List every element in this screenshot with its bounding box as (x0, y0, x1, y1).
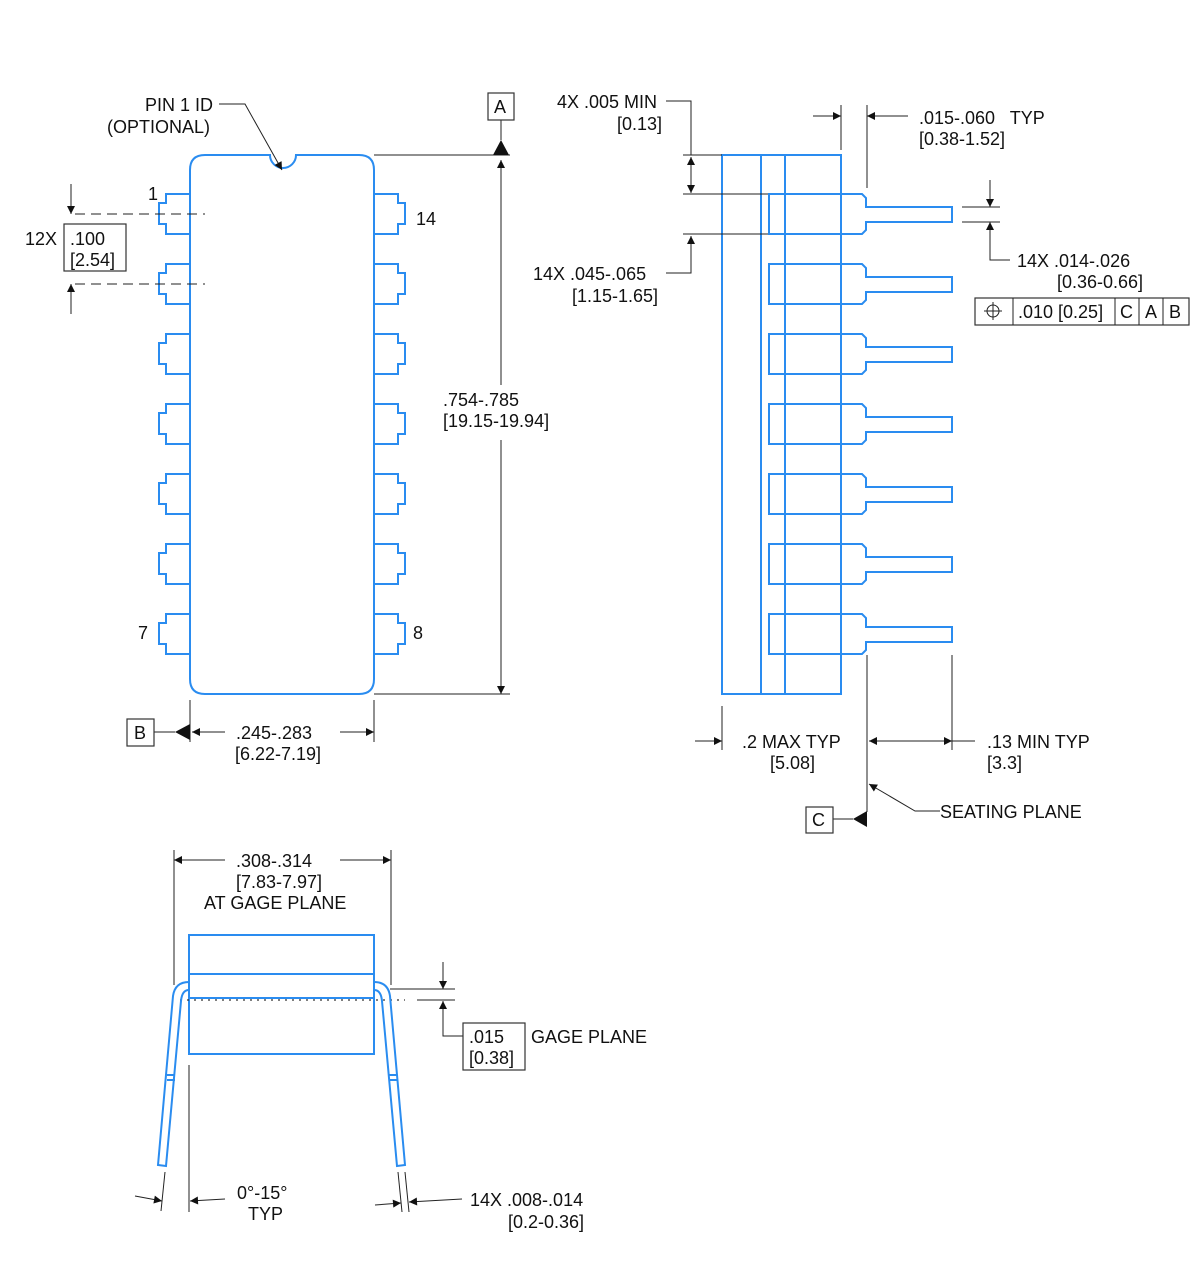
position-icon (984, 302, 1002, 320)
pin (158, 473, 190, 515)
right-pins (374, 193, 406, 655)
lead (768, 403, 953, 445)
standoff-in: 4X .005 MIN (557, 92, 657, 112)
seating-plane-label: SEATING PLANE (940, 802, 1082, 822)
fcf-datum-2: A (1145, 302, 1157, 322)
datum-c-triangle (853, 811, 867, 827)
lead-width-leader (986, 222, 1010, 261)
standoff-leader (666, 100, 692, 155)
angle-note: TYP (248, 1204, 283, 1224)
angle-arrow-2 (189, 1196, 226, 1205)
pin-label-14: 14 (416, 209, 436, 229)
top-view: 1 14 7 8 PIN 1 ID (OPTIONAL) 12X .100 [2… (25, 92, 549, 764)
width-in: .245-.283 (236, 723, 312, 743)
shoulder-len-mm: [0.38-1.52] (919, 129, 1005, 149)
standoff-mm: [0.13] (617, 114, 662, 134)
row-spacing-in: .308-.314 (236, 851, 312, 871)
lead-len-in: .13 MIN TYP (987, 732, 1090, 752)
pin-label-1: 1 (148, 184, 158, 204)
pin (374, 403, 406, 445)
side-leads (768, 193, 953, 655)
lead (768, 473, 953, 515)
pitch-mm: [2.54] (70, 250, 115, 270)
angle-ext-lead (160, 1171, 166, 1212)
fcf-tolerance: .010 [0.25] (1018, 302, 1103, 322)
pitch-qty: 12X (25, 229, 57, 249)
thickness-mm: [0.2-0.36] (508, 1212, 584, 1232)
shoulder-mm: [1.15-1.65] (572, 286, 658, 306)
datum-a-label: A (494, 97, 506, 117)
pin (158, 403, 190, 445)
pin (374, 613, 406, 655)
pin (374, 193, 406, 235)
fcf-datum-3: B (1169, 302, 1181, 322)
pitch-basic-box (63, 223, 127, 272)
end-body (188, 934, 375, 1055)
width-mm: [6.22-7.19] (235, 744, 321, 764)
pin-label-7: 7 (138, 623, 148, 643)
lead-len-mm: [3.3] (987, 753, 1022, 773)
datum-b-label: B (134, 723, 146, 743)
pin (158, 333, 190, 375)
shoulder-leader (666, 236, 695, 274)
shoulder-in: 14X .045-.065 (533, 264, 646, 284)
lead (768, 613, 953, 655)
left-lead (156, 981, 190, 1168)
datum-c-box (805, 806, 834, 834)
shoulder-len-in: .015-.060 TYP (919, 108, 1045, 128)
pin1-id-label: PIN 1 ID (145, 95, 213, 115)
side-view: 4X .005 MIN [0.13] 14X .045-.065 [1.15-1… (533, 92, 1190, 834)
fcf-frame (974, 297, 1190, 326)
end-view: .308-.314 [7.83-7.97] AT GAGE PLANE .015… (134, 850, 647, 1232)
datum-b-triangle (175, 724, 190, 740)
height-in: .2 MAX TYP (742, 732, 841, 752)
seating-plane-leader (868, 783, 940, 812)
lead-width-mm: [0.36-0.66] (1057, 272, 1143, 292)
datum-a-triangle (493, 140, 509, 155)
package-body (189, 154, 375, 695)
pin (374, 473, 406, 515)
lead (768, 333, 953, 375)
gage-in: .015 (469, 1027, 504, 1047)
angle-value: 0°-15° (237, 1183, 287, 1203)
length-in: .754-.785 (443, 390, 519, 410)
datum-c-label: C (812, 810, 825, 830)
fcf-datum-1: C (1120, 302, 1133, 322)
length-mm: [19.15-19.94] (443, 411, 549, 431)
gage-plane-label: GAGE PLANE (531, 1027, 647, 1047)
angle-arrow-1 (134, 1195, 163, 1204)
lead (768, 193, 953, 235)
thickness-arrow-2 (408, 1197, 463, 1206)
thickness-arrow-1 (374, 1199, 402, 1208)
thickness-ext-2 (404, 1171, 410, 1213)
gage-leader (439, 1001, 463, 1037)
thickness-in: 14X .008-.014 (470, 1190, 583, 1210)
datum-b-box (126, 718, 155, 747)
pin (158, 543, 190, 585)
feature-control-frame: .010 [0.25] C A B (974, 297, 1190, 326)
pitch-in: .100 (70, 229, 105, 249)
datum-a-box (487, 92, 515, 121)
gage-box (462, 1022, 526, 1071)
lead (768, 263, 953, 305)
thickness-ext-1 (397, 1171, 403, 1213)
lead (768, 543, 953, 585)
height-mm: [5.08] (770, 753, 815, 773)
pin (374, 333, 406, 375)
row-spacing-mm: [7.83-7.97] (236, 872, 322, 892)
pin (374, 543, 406, 585)
right-lead (373, 981, 407, 1168)
lead-width-in: 14X .014-.026 (1017, 251, 1130, 271)
side-body (721, 154, 842, 695)
left-pins (158, 193, 190, 655)
pin1-id-optional: (OPTIONAL) (107, 117, 210, 137)
pin1-leader (219, 103, 283, 171)
gage-mm: [0.38] (469, 1048, 514, 1068)
pin (374, 263, 406, 305)
pin (158, 613, 190, 655)
pin-label-8: 8 (413, 623, 423, 643)
row-spacing-note: AT GAGE PLANE (204, 893, 346, 913)
